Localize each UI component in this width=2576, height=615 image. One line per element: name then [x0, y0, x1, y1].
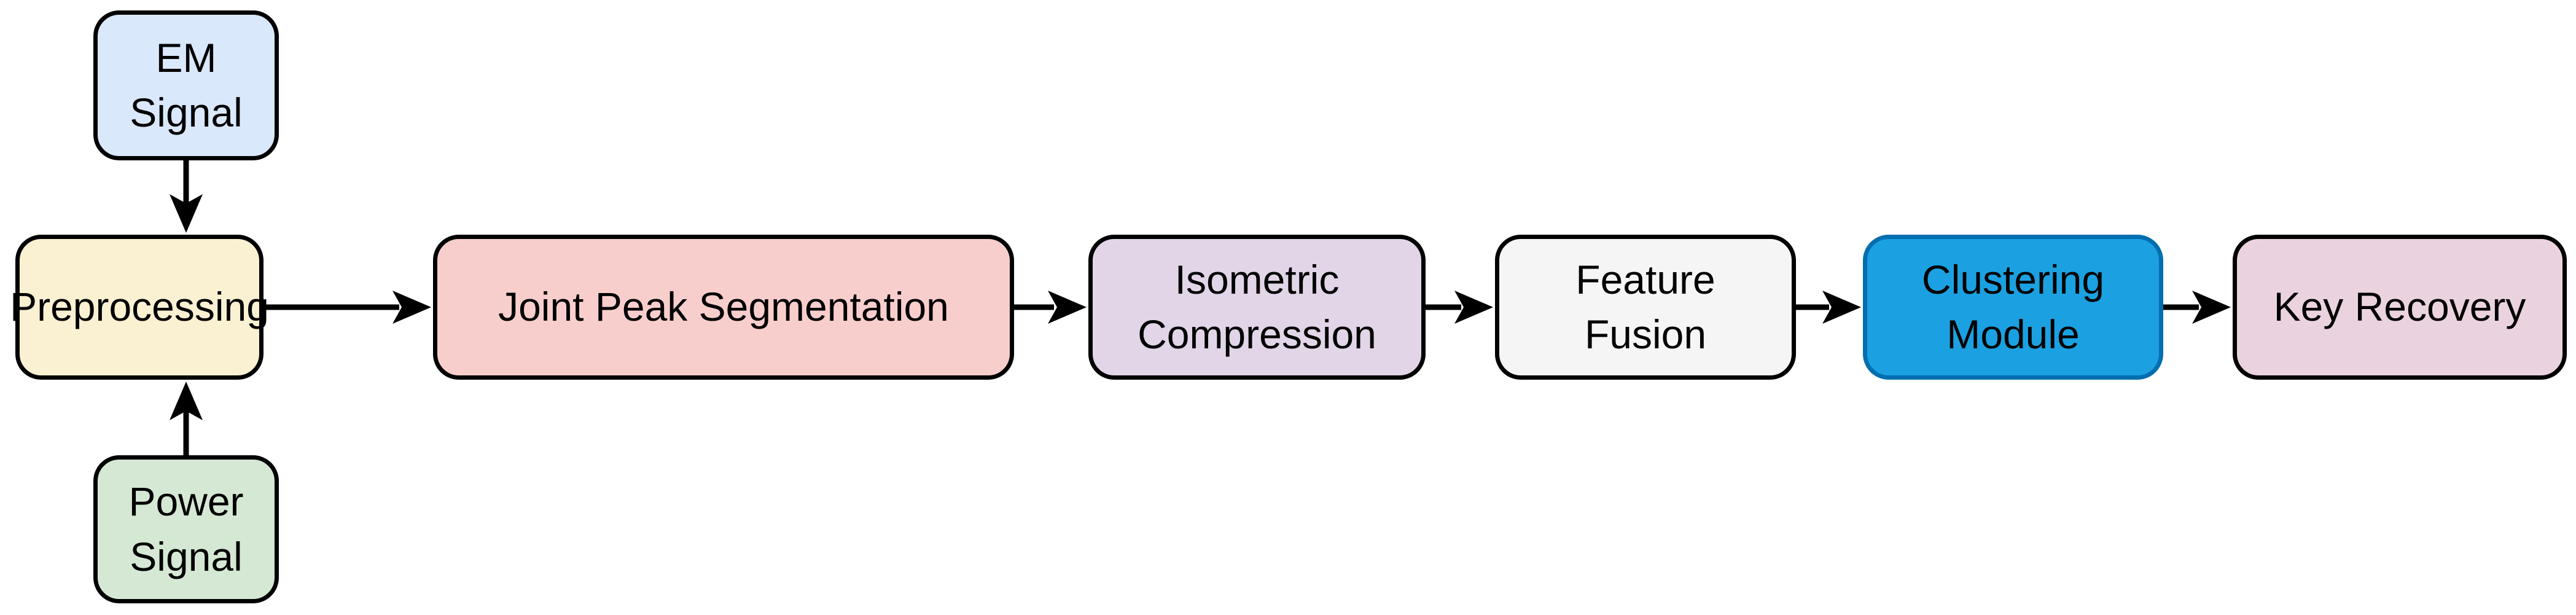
- edge-em-signal-to-preprocessing: [170, 159, 203, 233]
- edge-joint-peak-segmentation-to-isometric-compression: [1014, 291, 1087, 324]
- edge-em-signal-to-preprocessing-arrowhead-icon: [170, 194, 203, 233]
- edge-power-signal-to-preprocessing: [170, 382, 203, 456]
- node-feature-fusion: Feature Fusion: [1495, 235, 1796, 380]
- node-isometric-compression-label-line1: Isometric: [1174, 256, 1340, 302]
- node-clustering-module: Clustering Module: [1863, 235, 2163, 380]
- node-isometric-compression-label-line2: Compression: [1138, 311, 1376, 357]
- node-preprocessing-label: Preprocessing: [10, 284, 269, 330]
- edge-clustering-module-to-key-recovery-arrowhead-icon: [2192, 291, 2231, 324]
- node-em-signal-label-line2: Signal: [130, 90, 243, 135]
- edge-preprocessing-to-joint-peak-segmentation-arrowhead-icon: [392, 291, 431, 324]
- node-em-signal: EM Signal: [93, 10, 279, 160]
- node-key-recovery-label: Key Recovery: [2273, 284, 2526, 330]
- edge-isometric-compression-to-feature-fusion: [1426, 291, 1493, 324]
- edge-feature-fusion-to-clustering-module-arrowhead-icon: [1822, 291, 1861, 324]
- node-em-signal-label-line1: EM: [155, 34, 217, 80]
- edge-joint-peak-segmentation-to-isometric-compression-arrowhead-icon: [1048, 291, 1087, 324]
- node-preprocessing: Preprocessing: [10, 235, 269, 380]
- node-power-signal-label-line1: Power: [128, 479, 244, 525]
- node-joint-peak-segmentation-label: Joint Peak Segmentation: [498, 284, 949, 330]
- edge-isometric-compression-to-feature-fusion-arrowhead-icon: [1454, 291, 1493, 324]
- node-clustering-module-label-line2: Module: [1946, 311, 2080, 357]
- node-feature-fusion-label-line2: Fusion: [1584, 311, 1707, 357]
- node-isometric-compression: Isometric Compression: [1088, 235, 1426, 380]
- edge-power-signal-to-preprocessing-arrowhead-icon: [170, 382, 203, 420]
- node-power-signal: Power Signal: [93, 455, 279, 603]
- node-feature-fusion-label-line1: Feature: [1575, 256, 1715, 302]
- node-clustering-module-label-line1: Clustering: [1921, 256, 2105, 302]
- edge-preprocessing-to-joint-peak-segmentation: [263, 291, 431, 324]
- node-power-signal-label-line2: Signal: [130, 533, 243, 579]
- node-key-recovery: Key Recovery: [2233, 235, 2567, 380]
- node-joint-peak-segmentation: Joint Peak Segmentation: [433, 235, 1014, 380]
- edge-clustering-module-to-key-recovery: [2163, 291, 2231, 324]
- edge-feature-fusion-to-clustering-module: [1796, 291, 1861, 324]
